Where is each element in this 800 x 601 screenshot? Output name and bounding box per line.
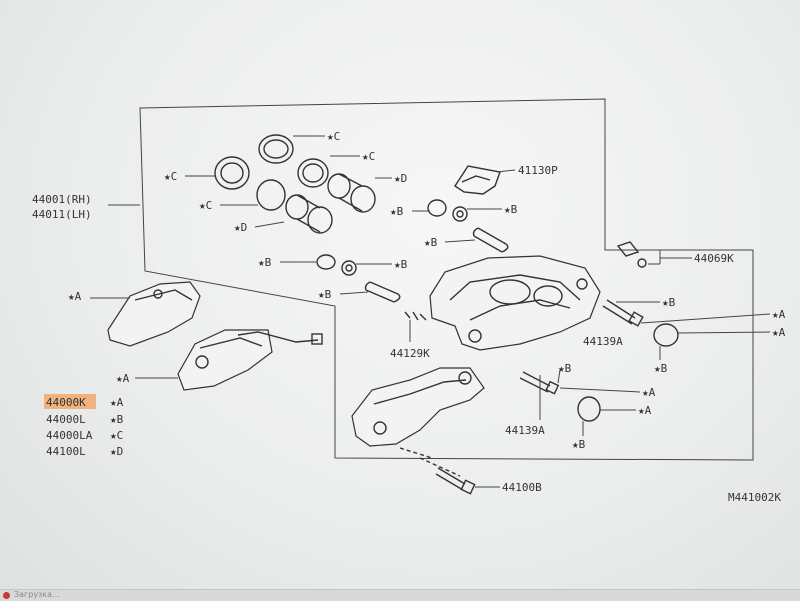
bushing-b2: [452, 206, 468, 222]
legend-highlight: [44, 394, 96, 409]
callout-d: ★D: [394, 172, 407, 185]
part-label-44100B: 44100B: [502, 481, 542, 494]
bolt-44139A-bottom: [519, 369, 641, 420]
callout-b: ★B: [662, 296, 676, 309]
brake-pad-inner: [135, 329, 323, 391]
caliper-body: [429, 255, 601, 351]
part-label-41130P: 41130P: [518, 164, 558, 177]
brake-pad-outer: [90, 281, 201, 347]
boot-b4: [316, 254, 336, 270]
legend-mark: ★D: [110, 445, 123, 458]
callout-b: ★B: [504, 203, 518, 216]
piston-d1: [327, 173, 376, 213]
assembly-label-lh: 44011(LH): [32, 208, 92, 221]
seal-ring-c3: [297, 158, 329, 188]
taskbar: Загрузка...: [0, 589, 800, 601]
bolt-44139A-top: [602, 299, 771, 327]
part-label-44139A-top: 44139A: [583, 335, 623, 348]
legend: 44000K ★A 44000L ★B 44000LA ★C 44100L ★D: [46, 396, 124, 458]
callout-b: ★B: [390, 205, 404, 218]
callout-b: ★B: [258, 256, 272, 269]
part-label-44069K: 44069K: [694, 252, 734, 265]
seal-ring-c1: [258, 134, 294, 164]
bolt-44100B: [435, 467, 500, 495]
taskbar-status: Загрузка...: [14, 590, 60, 599]
callout-c: ★C: [327, 130, 340, 143]
legend-part: 44000LA: [46, 429, 93, 442]
callout-c: ★C: [362, 150, 375, 163]
pin-b6: [364, 281, 401, 303]
piston-d2: [285, 194, 333, 234]
callout-a: ★A: [638, 404, 652, 417]
callout-b: ★B: [572, 438, 586, 451]
callout-b: ★B: [424, 236, 438, 249]
pin-set-44129K: [404, 311, 427, 342]
callout-b: ★B: [318, 288, 332, 301]
seal-ring-c4: [256, 179, 286, 211]
sleeve-b8: [577, 396, 636, 436]
callout-a: ★A: [68, 290, 82, 303]
legend-mark: ★C: [110, 429, 123, 442]
caliper-bracket: [351, 367, 485, 477]
callout-c: ★C: [199, 199, 212, 212]
seal-ring-c2: [214, 156, 250, 190]
part-label-44129K: 44129K: [390, 347, 430, 360]
assembly-label-rh: 44001(RH): [32, 193, 92, 206]
callout-b: ★B: [394, 258, 408, 271]
callout-leaders: [185, 135, 502, 295]
callout-b: ★B: [558, 362, 572, 375]
pin-b3: [472, 227, 509, 253]
bushing-b5: [341, 260, 357, 276]
browser-icon[interactable]: [3, 592, 10, 599]
drawing-code: M441002K: [728, 491, 781, 504]
enclosure-frame: [139, 98, 754, 461]
legend-part: 44000L: [46, 413, 86, 426]
callout-d: ★D: [234, 221, 247, 234]
callout-a: ★A: [772, 326, 786, 339]
callout-a: ★A: [772, 308, 786, 321]
callout-a: ★A: [642, 386, 656, 399]
boot-b1: [427, 199, 447, 217]
legend-part: 44000K: [46, 396, 86, 409]
bleeder-44069K: [616, 241, 692, 268]
part-label-44139A-bottom: 44139A: [505, 424, 545, 437]
callout-b: ★B: [654, 362, 668, 375]
legend-mark: ★A: [110, 396, 124, 409]
legend-part: 44100L: [46, 445, 86, 458]
callout-c: ★C: [164, 170, 177, 183]
clip-41130P: [454, 165, 516, 195]
boot-b7: [653, 323, 771, 360]
legend-mark: ★B: [110, 413, 124, 426]
callout-a: ★A: [116, 372, 130, 385]
